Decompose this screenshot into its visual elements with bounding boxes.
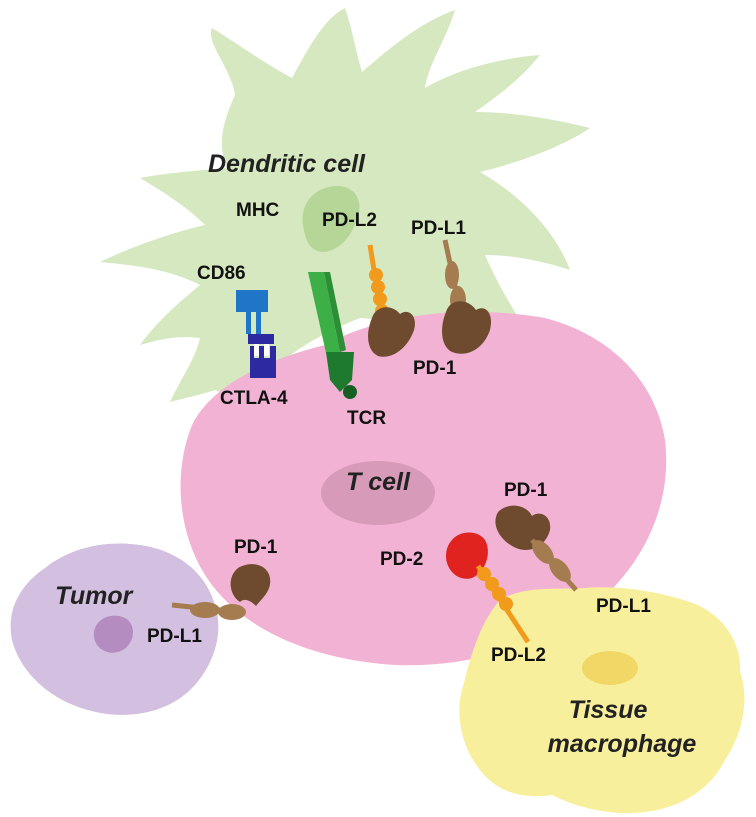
pd1-receptor-mac (495, 505, 551, 550)
dendritic-cell-title: Dendritic cell (208, 150, 366, 178)
pdl2-ligand-mac (475, 564, 531, 644)
ctla4-receptor (248, 334, 276, 378)
macrophage-cell-body (459, 587, 745, 814)
pdl1-label-tumor: PD-L1 (147, 626, 202, 647)
pd2-label: PD-2 (380, 549, 423, 570)
tumor-nucleus (93, 615, 133, 653)
pd1-receptor-tumor (230, 564, 271, 606)
pdl1-label-dc: PD-L1 (411, 218, 466, 239)
pdl2-label-dc: PD-L2 (322, 210, 377, 231)
t-cell-nucleus (321, 461, 435, 525)
pd1-label-tumor: PD-1 (234, 537, 278, 558)
ctla4-label: CTLA-4 (220, 388, 288, 409)
mhc-molecule (302, 185, 360, 252)
tumor-title: Tumor (55, 582, 134, 610)
pdl1-ligand-mac (530, 538, 578, 592)
tcr-label: TCR (347, 408, 386, 429)
pd1-label-dc: PD-1 (413, 358, 457, 379)
pdl1-label-mac: PD-L1 (596, 596, 651, 617)
tcr-receptor (308, 272, 357, 399)
pd1-receptor-dc-left (368, 307, 415, 357)
pd1-label-mac: PD-1 (504, 480, 548, 501)
pd1-receptor-dc-right (442, 301, 492, 354)
macrophage-title-line1: Tissue (569, 696, 648, 724)
macrophage-nucleus (582, 651, 638, 685)
cd86-receptor (236, 290, 268, 334)
macrophage-title-line2: macrophage (548, 730, 697, 758)
t-cell-title: T cell (346, 468, 411, 496)
mhc-label: MHC (236, 200, 280, 221)
pdl1-ligand-tumor (171, 602, 246, 620)
cd86-label: CD86 (197, 263, 246, 284)
pdl2-label-mac: PD-L2 (491, 645, 546, 666)
